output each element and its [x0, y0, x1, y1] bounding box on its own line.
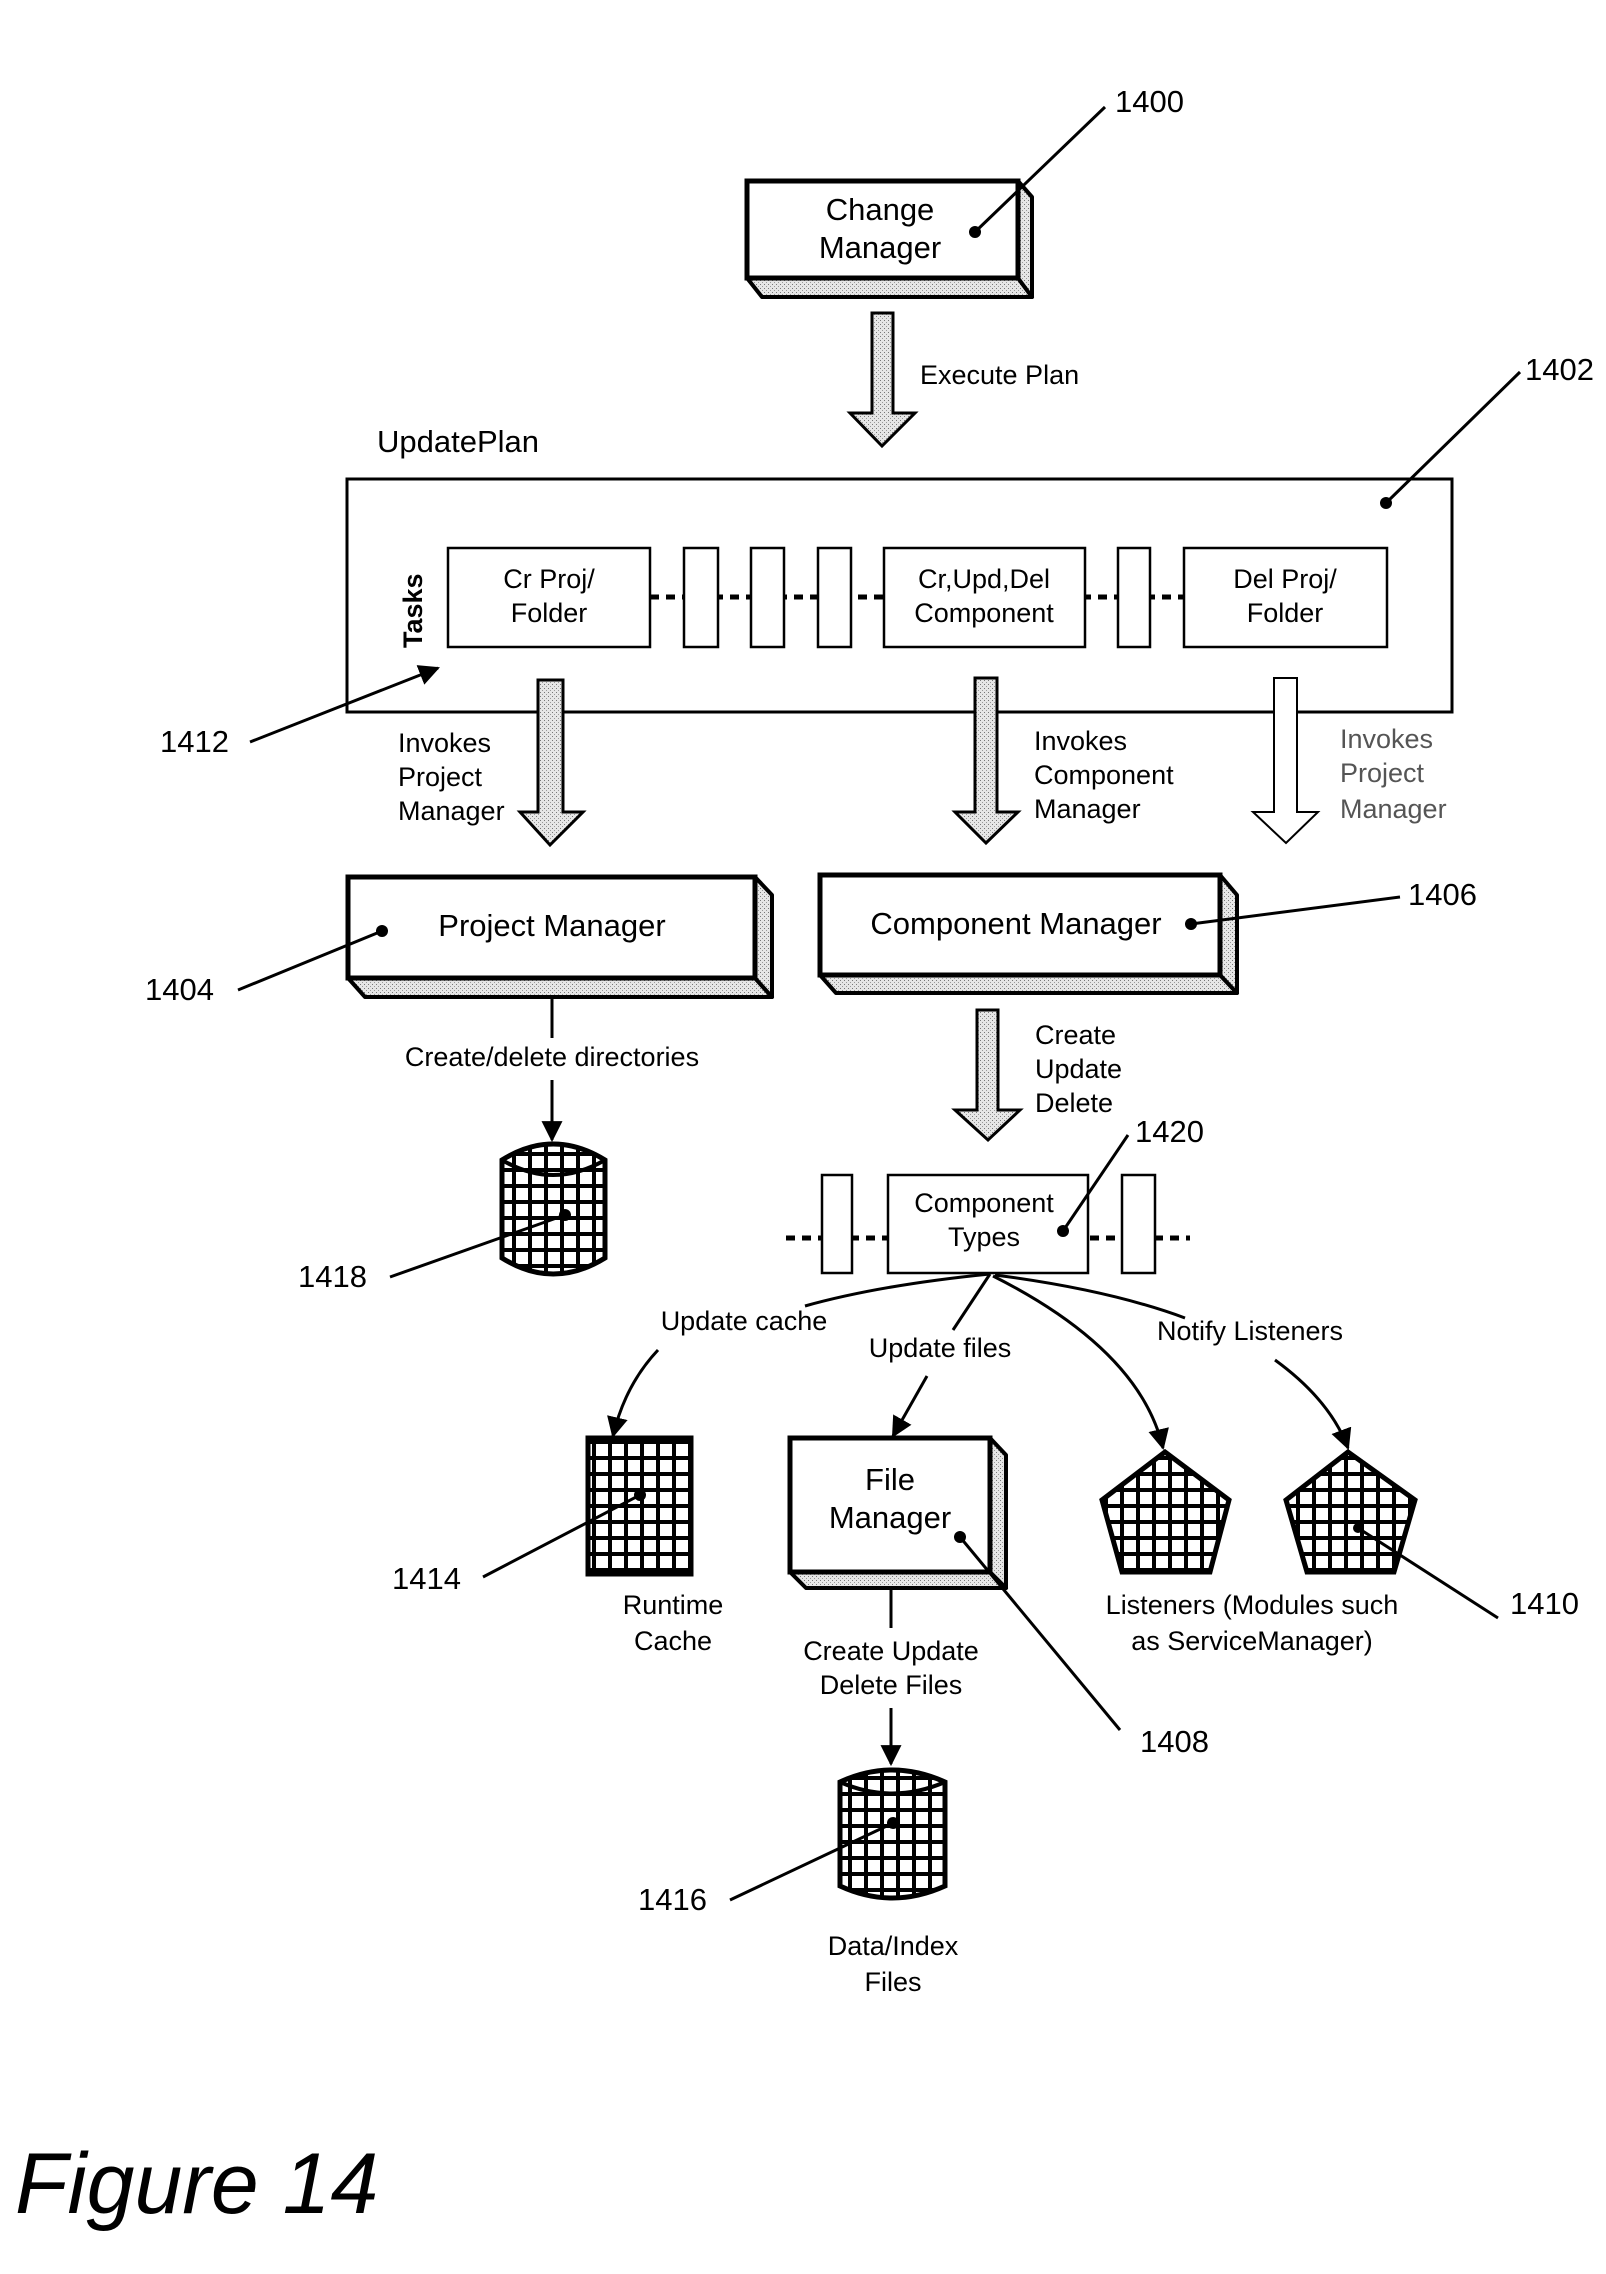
- edge-label: Create Update: [803, 1636, 979, 1666]
- runtime-cache-label-1: Runtime: [623, 1590, 724, 1620]
- edge-label: Project: [398, 762, 483, 792]
- edge-label: Component: [1034, 760, 1174, 790]
- task-label: Folder: [1247, 598, 1324, 628]
- component-type-placeholder: [1122, 1175, 1155, 1273]
- task-placeholder: [684, 548, 718, 647]
- task-label: Cr,Upd,Del: [918, 564, 1050, 594]
- edge-label: Delete: [1035, 1088, 1113, 1118]
- listeners-label-2: as ServiceManager): [1131, 1626, 1373, 1656]
- notify-listeners-label: Notify Listeners: [1157, 1316, 1343, 1346]
- update-cache-line: [805, 1274, 990, 1306]
- edge-label: Manager: [398, 796, 505, 826]
- ref-1402: 1402: [1525, 352, 1594, 387]
- component-manager-node: Component Manager 1406: [820, 875, 1477, 993]
- edge-label: Invokes: [398, 728, 491, 758]
- task-cr-upd-del-component: Cr,Upd,Del Component: [884, 548, 1085, 647]
- update-files-arrow: [893, 1376, 927, 1436]
- ref-1420: 1420: [1135, 1114, 1204, 1149]
- ref-1412: 1412: [160, 724, 229, 759]
- update-cache-arrow: [613, 1350, 658, 1436]
- directories-store-cylinder: 1418: [298, 1144, 605, 1294]
- runtime-cache-label-2: Cache: [634, 1626, 712, 1656]
- task-label: Del Proj/: [1233, 564, 1337, 594]
- file-manager-label-1: File: [865, 1462, 915, 1497]
- create-delete-directories-edge: Create/delete directories: [405, 997, 699, 1140]
- ref-1410: 1410: [1510, 1586, 1579, 1621]
- ref-1400: 1400: [1115, 84, 1184, 119]
- change-manager-label-2: Manager: [819, 230, 941, 265]
- notify-listeners-line: [995, 1275, 1185, 1318]
- ref-1416: 1416: [638, 1882, 707, 1917]
- ref-leader-1408: [960, 1537, 1120, 1730]
- task-cr-proj-folder: Cr Proj/ Folder: [448, 548, 650, 647]
- task-placeholder: [1118, 548, 1150, 647]
- listener-module-2: [1286, 1452, 1415, 1572]
- runtime-cache-node: 1414 Runtime Cache: [392, 1438, 723, 1656]
- edge-label: Create/delete directories: [405, 1042, 699, 1072]
- data-index-files-label-1: Data/Index: [828, 1931, 959, 1961]
- edge-label: Create: [1035, 1020, 1116, 1050]
- task-del-proj-folder: Del Proj/ Folder: [1184, 548, 1387, 647]
- task-label: Component: [914, 598, 1054, 628]
- edge-label: Manager: [1034, 794, 1141, 824]
- component-types-label-1: Component: [914, 1188, 1054, 1218]
- update-files-line: [953, 1274, 990, 1330]
- figure-caption: Figure 14: [15, 2136, 378, 2232]
- task-placeholder: [751, 548, 784, 647]
- ref-1414: 1414: [392, 1561, 461, 1596]
- edge-label: Delete Files: [820, 1670, 963, 1700]
- update-files-label: Update files: [869, 1333, 1012, 1363]
- ref-1406: 1406: [1408, 877, 1477, 912]
- execute-plan-label: Execute Plan: [920, 360, 1079, 390]
- create-update-delete-files-edge: Create Update Delete Files: [803, 1588, 979, 1764]
- listeners-label-1: Listeners (Modules such: [1106, 1590, 1399, 1620]
- edge-label: Update: [1035, 1054, 1122, 1084]
- edge-label: Invokes: [1034, 726, 1127, 756]
- component-types-label-2: Types: [948, 1222, 1020, 1252]
- ref-leader-1400: [975, 107, 1105, 232]
- project-manager-node: Project Manager 1404: [145, 877, 772, 1007]
- ref-1418: 1418: [298, 1259, 367, 1294]
- create-update-delete-arrow: Create Update Delete: [955, 1010, 1122, 1140]
- task-label: Cr Proj/: [503, 564, 595, 594]
- file-manager-label-2: Manager: [829, 1500, 951, 1535]
- listener-module-1: [1102, 1452, 1229, 1572]
- ref-1408: 1408: [1140, 1724, 1209, 1759]
- edge-label: Manager: [1340, 794, 1447, 824]
- data-index-files-label-2: Files: [864, 1967, 921, 1997]
- edge-label: Invokes: [1340, 724, 1433, 754]
- component-manager-label: Component Manager: [870, 906, 1161, 941]
- component-type-placeholder: [822, 1175, 852, 1273]
- task-placeholder: [818, 548, 851, 647]
- data-index-files-cylinder: 1416 Data/Index Files: [638, 1770, 959, 1997]
- project-manager-label: Project Manager: [438, 908, 665, 943]
- change-manager-label-1: Change: [826, 192, 935, 227]
- update-plan-title: UpdatePlan: [377, 424, 539, 459]
- component-types-node: Component Types 1420: [786, 1114, 1204, 1273]
- change-manager-node: Change Manager 1400: [747, 84, 1184, 297]
- edge-label: Project: [1340, 758, 1425, 788]
- tasks-label: Tasks: [398, 573, 428, 648]
- task-label: Folder: [511, 598, 588, 628]
- execute-plan-arrow: Execute Plan: [850, 313, 1079, 446]
- component-types-fanout: Update cache Update files Notify Listene…: [613, 1274, 1348, 1448]
- ref-1404: 1404: [145, 972, 214, 1007]
- update-cache-label: Update cache: [661, 1306, 828, 1336]
- notify-listener-arrow-2: [1275, 1360, 1348, 1448]
- listeners-node: 1410 Listeners (Modules such as ServiceM…: [1102, 1452, 1579, 1656]
